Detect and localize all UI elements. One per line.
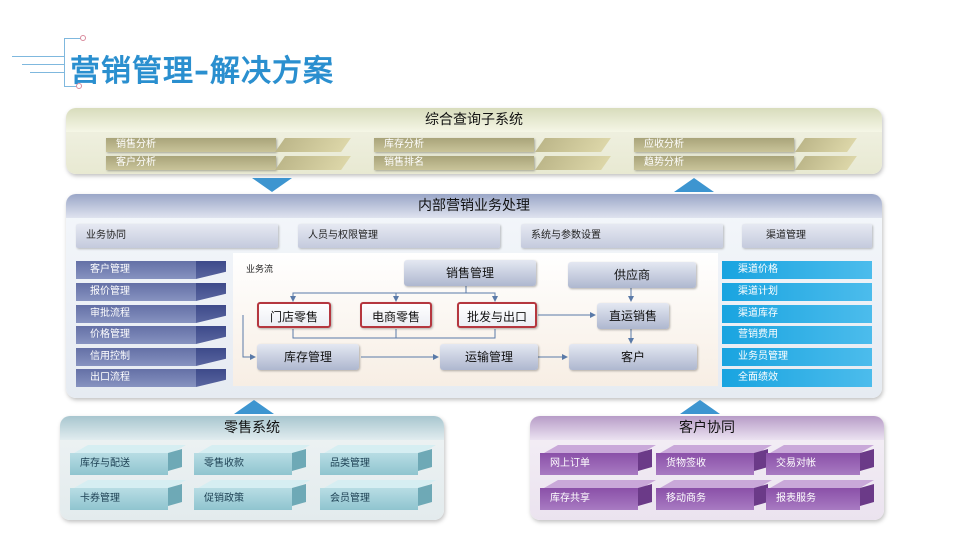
left-list-item: 信用控制: [76, 348, 196, 366]
left-list-item: 客户管理: [76, 261, 196, 279]
flow-store-retail: 门店零售: [257, 302, 331, 328]
collab-item: 库存共享: [540, 488, 638, 510]
flow-arrows: [242, 284, 634, 360]
tab-system-settings: 系统与参数设置: [521, 224, 723, 248]
query-deco: [275, 156, 351, 170]
title-deco-line: [12, 56, 64, 57]
arrow-down-icon: [252, 178, 292, 192]
query-item: 趋势分析: [634, 156, 794, 170]
query-item: 销售分析: [106, 138, 276, 152]
query-item: 库存分析: [374, 138, 534, 152]
query-deco: [535, 156, 611, 170]
retail-item: 会员管理: [320, 488, 418, 510]
right-list-item: 渠道计划: [722, 283, 872, 301]
retail-item: 零售收款: [194, 453, 292, 475]
internal-header: 内部营销业务处理: [66, 194, 882, 218]
left-list-item: 价格管理: [76, 326, 196, 344]
title-deco-line: [64, 86, 78, 87]
flow-inventory: 库存管理: [257, 344, 359, 370]
title-deco-line: [22, 64, 64, 65]
right-list-item: 全面绩效: [722, 369, 872, 387]
query-system-header: 综合查询子系统: [66, 108, 882, 132]
query-deco: [535, 138, 611, 152]
retail-system-header: 零售系统: [60, 416, 444, 440]
title-deco-line: [64, 38, 65, 86]
page-title: 营销管理–解决方案: [70, 54, 334, 89]
query-item: 客户分析: [106, 156, 276, 170]
collab-item: 网上订单: [540, 453, 638, 475]
left-list-item: 报价管理: [76, 283, 196, 301]
left-list-item: 出口流程: [76, 369, 196, 387]
collab-item: 移动商务: [656, 488, 754, 510]
flow-transport: 运输管理: [440, 344, 538, 370]
right-list-item: 渠道价格: [722, 261, 872, 279]
collab-item: 报表服务: [766, 488, 860, 510]
flow-customer: 客户: [569, 344, 697, 370]
arrow-up-icon: [680, 400, 720, 414]
query-deco: [795, 138, 857, 152]
right-list-item: 营销费用: [722, 326, 872, 344]
query-deco: [795, 156, 857, 170]
tab-channel-mgmt: 渠道管理: [742, 224, 872, 248]
retail-item: 品类管理: [320, 453, 418, 475]
flow-label: 业务流: [246, 265, 274, 275]
query-item: 销售排名: [374, 156, 534, 170]
title-deco-line: [30, 72, 64, 73]
title-deco-dot: [76, 83, 82, 89]
flow-sales-mgmt: 销售管理: [404, 260, 536, 286]
title-deco-dot: [80, 35, 86, 41]
customer-collab-header: 客户协同: [530, 416, 884, 440]
query-deco: [275, 138, 351, 152]
flow-wholesale: 批发与出口: [457, 302, 537, 328]
arrow-up-icon: [234, 400, 274, 414]
right-list-item: 业务员管理: [722, 348, 872, 366]
flow-supplier: 供应商: [568, 262, 696, 288]
tab-permissions: 人员与权限管理: [298, 224, 500, 248]
flow-ecommerce: 电商零售: [360, 302, 432, 328]
arrow-up-icon: [674, 178, 714, 192]
query-item: 应收分析: [634, 138, 794, 152]
tab-business-collab: 业务协同: [76, 224, 278, 248]
collab-item: 货物签收: [656, 453, 754, 475]
collab-item: 交易对帐: [766, 453, 860, 475]
title-deco-line: [64, 38, 82, 39]
right-list-item: 渠道库存: [722, 305, 872, 323]
retail-item: 促销政策: [194, 488, 292, 510]
retail-item: 库存与配送: [70, 453, 168, 475]
left-list-item: 审批流程: [76, 305, 196, 323]
retail-item: 卡券管理: [70, 488, 168, 510]
flow-direct-sales: 直运销售: [597, 303, 669, 329]
